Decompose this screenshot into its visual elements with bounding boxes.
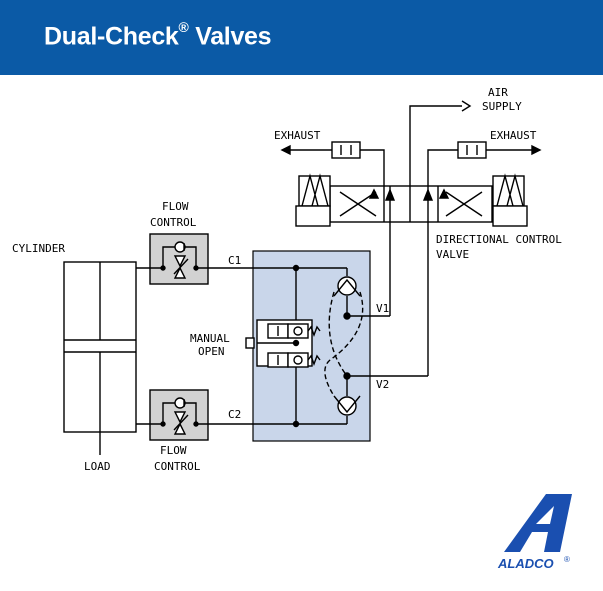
title-main: Dual-Check xyxy=(44,22,179,51)
directional-control-valve xyxy=(295,173,528,227)
registered-mark: ® xyxy=(178,19,189,35)
label-directional: DIRECTIONAL CONTROL xyxy=(436,233,562,246)
page-title: Dual-Check® Valves xyxy=(44,19,272,51)
title-rest: Valves xyxy=(188,22,272,51)
flow-control-top xyxy=(149,233,209,285)
label-valve: VALVE xyxy=(436,248,469,261)
label-c2: C2 xyxy=(228,408,241,421)
manual-open-valve xyxy=(245,319,321,368)
label-supply: SUPPLY xyxy=(482,100,522,113)
label-flow-bottom-1: FLOW xyxy=(160,444,187,457)
label-air: AIR xyxy=(488,86,508,99)
label-v2: V2 xyxy=(376,378,389,391)
label-c1: C1 xyxy=(228,254,241,267)
label-manual: MANUAL xyxy=(190,332,230,345)
svg-text:®: ® xyxy=(564,555,570,564)
header-banner: Dual-Check® Valves xyxy=(0,0,603,75)
label-open: OPEN xyxy=(198,345,225,358)
label-flow-top-1: FLOW xyxy=(162,200,189,213)
svg-text:ALADCO: ALADCO xyxy=(497,556,554,571)
aladco-a-icon: ALADCO ® xyxy=(497,494,572,571)
label-exhaust-right: EXHAUST xyxy=(490,129,537,142)
label-v1: V1 xyxy=(376,302,389,315)
label-cylinder: CYLINDER xyxy=(12,242,65,255)
label-flow-top-2: CONTROL xyxy=(150,216,197,229)
flow-control-bottom xyxy=(149,389,209,441)
label-load: LOAD xyxy=(84,460,111,473)
label-exhaust-left: EXHAUST xyxy=(274,129,321,142)
label-flow-bottom-2: CONTROL xyxy=(154,460,201,473)
cylinder xyxy=(63,261,137,455)
aladco-logo: ALADCO ® xyxy=(496,492,576,572)
